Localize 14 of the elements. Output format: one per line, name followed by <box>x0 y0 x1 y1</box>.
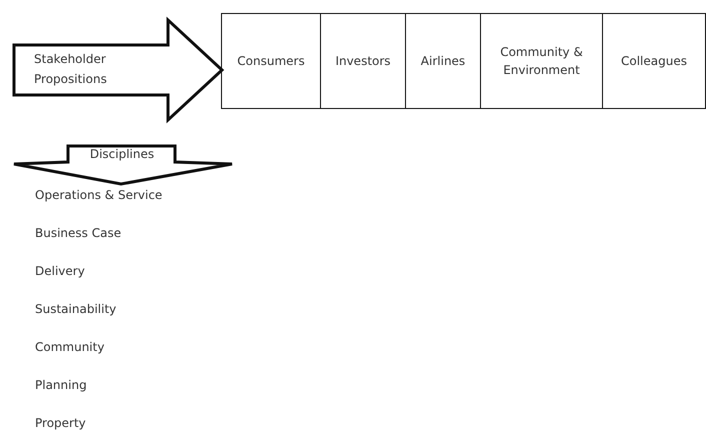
arrow-label: Disciplines <box>88 146 156 162</box>
arrow-label: Stakeholder Propositions <box>34 51 108 88</box>
table-cell: Airlines <box>405 13 481 109</box>
table-cell: Colleagues <box>602 13 706 109</box>
table-cell: Investors <box>320 13 406 109</box>
list-item: Business Case <box>35 226 122 240</box>
list-item: Sustainability <box>35 302 116 316</box>
list-item: Delivery <box>35 264 85 278</box>
table-cell: Consumers <box>221 13 321 109</box>
list-item: Property <box>35 416 86 430</box>
list-item: Planning <box>35 378 87 392</box>
list-item: Operations & Service <box>35 188 162 202</box>
table-cell: Community & Environment <box>480 13 603 109</box>
list-item: Community <box>35 340 104 354</box>
